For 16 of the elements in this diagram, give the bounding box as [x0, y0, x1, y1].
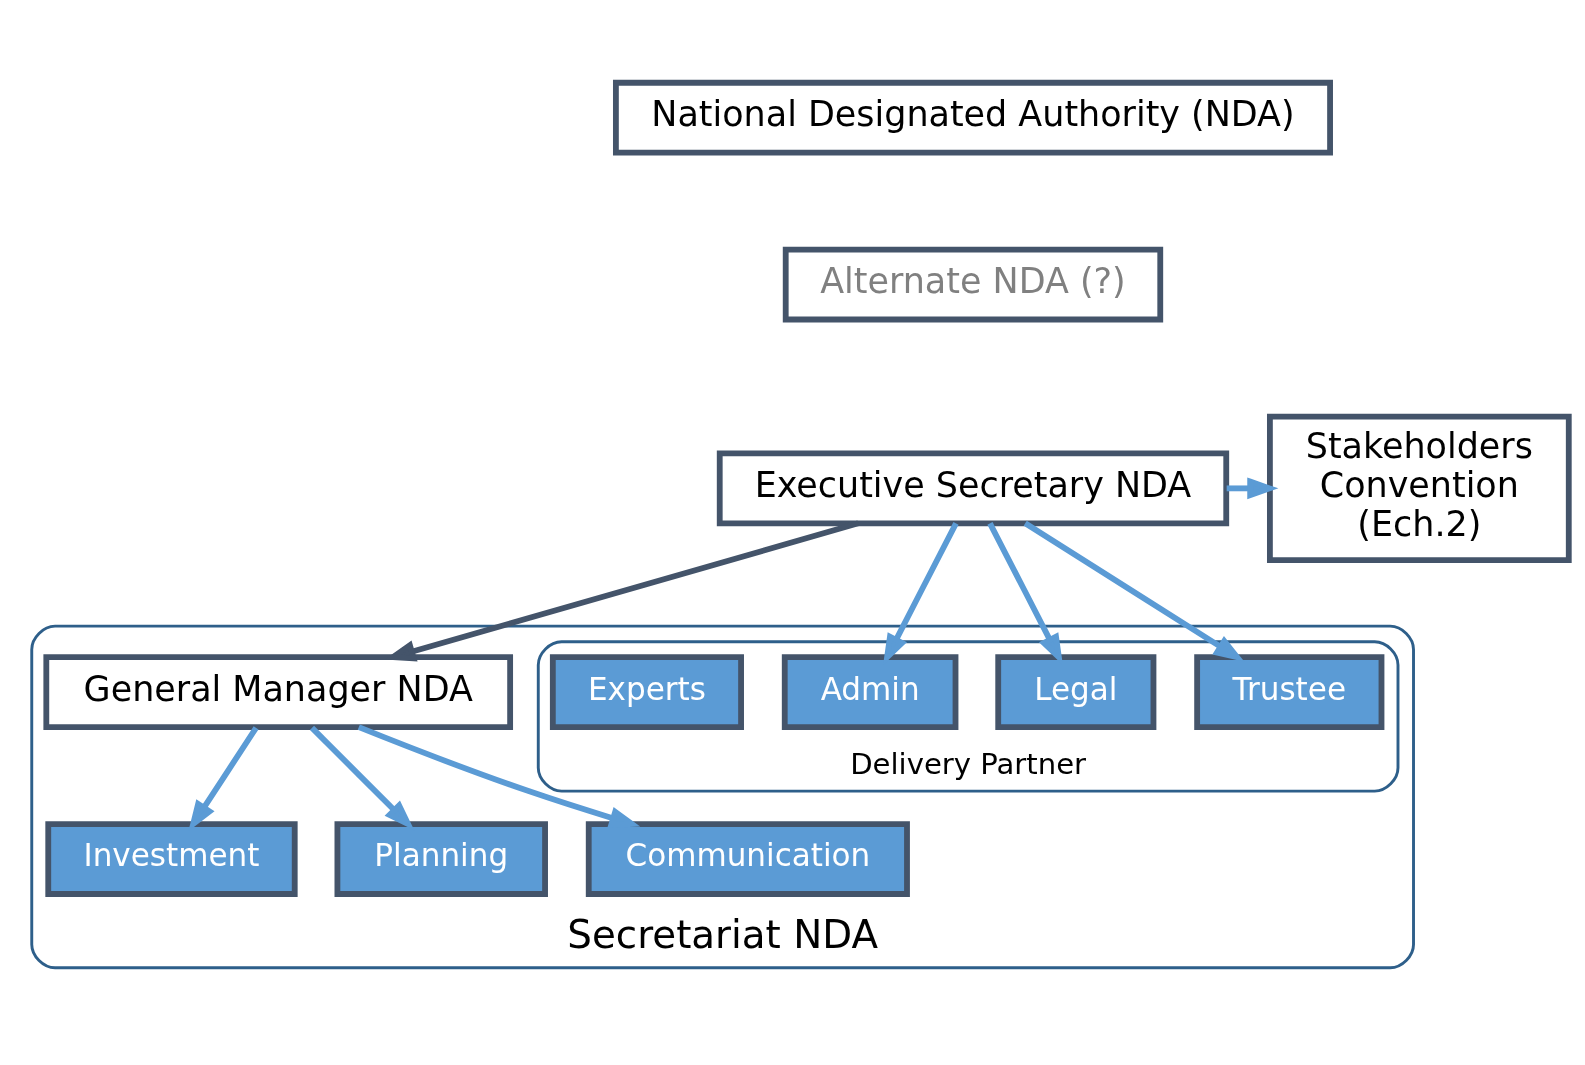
node-box: Experts	[549, 653, 744, 730]
node-box: Executive Secretary NDA	[716, 450, 1230, 526]
node-box: Communication	[585, 820, 910, 897]
node-box: Alternate NDA (?)	[782, 246, 1164, 322]
node-box: Admin	[781, 653, 959, 730]
node-box: Legal	[995, 653, 1157, 730]
node-box: General Manager NDA	[43, 653, 514, 730]
arrow	[1023, 520, 1245, 662]
node-box: Investment	[45, 820, 298, 897]
node-box: Trustee	[1194, 653, 1385, 730]
arrow	[1226, 476, 1279, 499]
node-box: Stakeholders Convention (Ech.2)	[1267, 413, 1572, 563]
node-box: National Designated Authority (NDA)	[613, 79, 1333, 156]
arrow	[357, 723, 641, 828]
arrow	[309, 725, 415, 830]
node-box: Planning	[334, 820, 548, 897]
